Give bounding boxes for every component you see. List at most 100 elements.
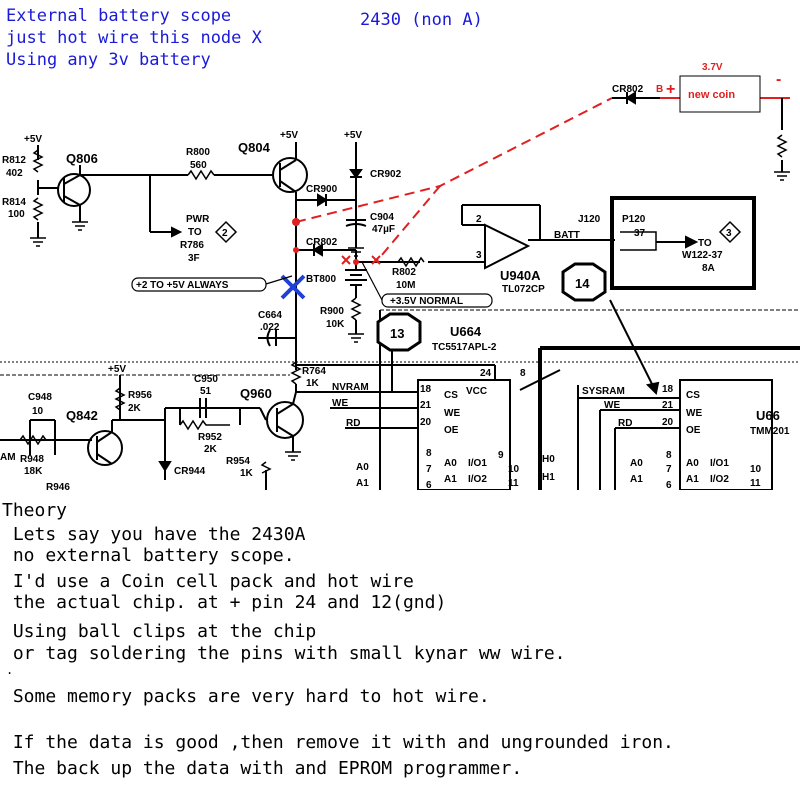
- a1-label-2: A1: [630, 474, 643, 485]
- io2-label-2: I/O2: [710, 474, 729, 485]
- cr900-label: CR900: [306, 184, 338, 195]
- pin9-label: 9: [498, 450, 504, 461]
- plus-label: +: [666, 81, 675, 98]
- pin8-label: 8: [520, 368, 526, 379]
- cs-label-2: CS: [686, 390, 700, 401]
- tmm-label: TMM201: [750, 426, 790, 437]
- theory-heading: Theory: [2, 500, 68, 521]
- tl072-label: TL072CP: [502, 284, 545, 295]
- rd-label-2: RD: [618, 418, 632, 429]
- pin20-label-2: 20: [662, 417, 674, 428]
- cr802-new-label: CR802: [612, 84, 644, 95]
- q806-label: Q806: [66, 151, 98, 166]
- pin37-label: 37: [634, 228, 646, 239]
- c904-value: 47µF: [372, 224, 395, 235]
- nvram-label: NVRAM: [332, 382, 369, 393]
- octagon-13-label: 13: [390, 326, 404, 341]
- pin24-label: 24: [480, 368, 492, 379]
- r786-label: R786: [180, 240, 204, 251]
- c664-label: C664: [258, 310, 282, 321]
- pin10-label: 10: [508, 464, 520, 475]
- c950-label: C950: [194, 374, 218, 385]
- a1-pin-label-2: A1: [686, 474, 699, 485]
- tc5517-label: TC5517APL-2: [432, 342, 497, 353]
- u664-label: U664: [450, 324, 482, 339]
- r812-label: R812: [2, 155, 26, 166]
- theory-line-9: If the data is good ,then remove it with…: [2, 732, 674, 753]
- c948-value: 10: [32, 406, 44, 417]
- q842-label: Q842: [66, 408, 98, 423]
- h1-label: H1: [542, 472, 555, 483]
- header-line-1: External battery scope: [6, 6, 232, 26]
- r802-value: 10M: [396, 280, 415, 291]
- v5-label-4: +5V: [108, 364, 126, 375]
- r954-value: 1K: [240, 468, 254, 479]
- opamp-pin-3: 3: [476, 250, 482, 261]
- am-label: AM: [0, 452, 16, 463]
- to-label-2: TO: [698, 238, 712, 249]
- r952-value: 2K: [204, 444, 218, 455]
- r956-value: 2K: [128, 403, 142, 414]
- pin6-label: 6: [426, 480, 432, 490]
- q960-label: Q960: [240, 386, 272, 401]
- cr902-label: CR902: [370, 169, 402, 180]
- bt800-label: BT800: [306, 274, 336, 285]
- hot-wire-path: [295, 97, 790, 263]
- theory-line-6: Using ball clips at the chip: [2, 621, 317, 642]
- cr802-label: CR802: [306, 237, 338, 248]
- a0-label-2: A0: [630, 458, 643, 469]
- v5-label-2: +5V: [280, 130, 298, 141]
- always-label: +2 TO +5V ALWAYS: [136, 280, 229, 291]
- c948-label: C948: [28, 392, 52, 403]
- sysram-label: SYSRAM: [582, 386, 625, 397]
- r812-value: 402: [6, 168, 23, 179]
- theory-dot: .: [6, 663, 14, 677]
- r948-label: R948: [20, 454, 44, 465]
- pin7-label: 7: [426, 464, 432, 475]
- pin8-label-2: 8: [666, 450, 672, 461]
- u940a-label: U940A: [500, 268, 541, 283]
- pin7-label-2: 7: [666, 464, 672, 475]
- v5-label-3: +5V: [344, 130, 362, 141]
- io2-label: I/O2: [468, 474, 487, 485]
- voltage-label: 3.7V: [702, 62, 723, 73]
- v5-label-1: +5V: [24, 134, 42, 145]
- model-label: 2430 (non A): [360, 10, 483, 30]
- r814-value: 100: [8, 209, 25, 220]
- pin21-label-1: 21: [420, 400, 432, 411]
- octagon-14-label: 14: [575, 276, 590, 291]
- c664-value: .022: [260, 322, 280, 333]
- p120-label: P120: [622, 214, 646, 225]
- header-line-3: Using any 3v battery: [6, 50, 211, 70]
- r954-label: R954: [226, 456, 250, 467]
- r900-value: 10K: [326, 319, 345, 330]
- theory-line-10: The back up the data with and EPROM prog…: [2, 758, 523, 779]
- we-label-2: WE: [604, 400, 620, 411]
- normal-label: +3.5V NORMAL: [390, 296, 463, 307]
- a1-pin-label: A1: [444, 474, 457, 485]
- pin11-label-2: 11: [750, 478, 761, 489]
- minus-label: -: [776, 71, 781, 88]
- theory-line-5: the actual chip. at + pin 24 and 12(gnd): [2, 592, 447, 613]
- a0-pin-label: A0: [444, 458, 457, 469]
- r946-label: R946: [46, 482, 70, 490]
- io1-label: I/O1: [468, 458, 487, 469]
- r764-value: 1K: [306, 378, 320, 389]
- oe-label-2: OE: [686, 425, 701, 436]
- a1-label-1: A1: [356, 478, 369, 489]
- we-pin-label-1: WE: [444, 408, 460, 419]
- cr944-label: CR944: [174, 466, 206, 477]
- r956-label: R956: [128, 390, 152, 401]
- a0-label-1: A0: [356, 462, 369, 473]
- r800-label: R800: [186, 147, 210, 158]
- oe-label-1: OE: [444, 425, 459, 436]
- pin18-label-2: 18: [662, 384, 674, 395]
- pin11-label: 11: [508, 478, 519, 489]
- header-line-2: just hot wire this node X: [6, 28, 262, 48]
- we-pin-label-2: WE: [686, 408, 702, 419]
- pin8b-label: 8: [426, 448, 432, 459]
- schematic: +5V R812 402 R814 100 Q806 R800 560 Q804…: [0, 62, 800, 490]
- 3f-label: 3F: [188, 253, 200, 264]
- b-label: B: [656, 84, 663, 95]
- diamond-2-label: 2: [222, 228, 228, 239]
